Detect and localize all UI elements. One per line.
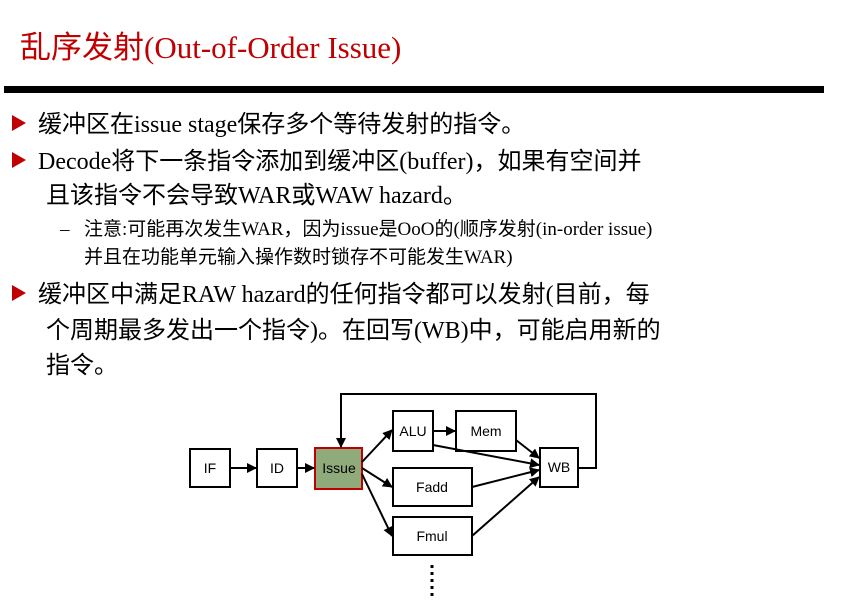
label-fmul: Fmul [416, 528, 447, 544]
edge-issue-alu [361, 429, 393, 463]
sub-bullet-line-1: 注意:可能再次发生WAR，因为issue是OoO的(顺序发射(in-order … [84, 219, 653, 240]
node-fmul [392, 516, 473, 556]
sub-bullet: –注意:可能再次发生WAR，因为issue是OoO的(顺序发射(in-order… [60, 217, 652, 243]
edge-mem-wb [515, 439, 540, 459]
bullet-1-line-1: 缓冲区在issue stage保存多个等待发射的指令。 [38, 112, 526, 138]
label-id: ID [270, 460, 284, 476]
title-divider [4, 86, 824, 93]
label-mem: Mem [470, 423, 501, 439]
bullet-3-line-3: 指令。 [46, 353, 118, 379]
sub-bullet-dash: – [60, 219, 70, 240]
bullet-3-line-1: 缓冲区中满足RAW hazard的任何指令都可以发射(目前，每 [38, 282, 650, 308]
bullet-2-line-1: Decode将下一条指令添加到缓冲区(buffer)，如果有空间并 [38, 149, 642, 175]
node-fadd [392, 467, 473, 507]
edge-fadd-wb [471, 467, 540, 488]
bullet-arrow-icon [12, 115, 26, 131]
bullet-1: 缓冲区在issue stage保存多个等待发射的指令。 [12, 109, 525, 142]
node-mem [455, 410, 517, 452]
label-alu: ALU [399, 423, 426, 439]
bullet-arrow-icon [12, 285, 26, 301]
edge-alu-wb [432, 444, 540, 469]
sub-bullet-line-2: 并且在功能单元输入操作数时锁存不可能发生WAR) [84, 247, 513, 268]
edge-fmul-wb [471, 476, 540, 537]
label-issue: Issue [322, 460, 356, 476]
bullet-3: 缓冲区中满足RAW hazard的任何指令都可以发射(目前，每 [12, 279, 650, 312]
label-fadd: Fadd [416, 479, 448, 495]
bullet-2-line-2: 且该指令不会导致WAR或WAW hazard。 [46, 183, 467, 209]
bullet-2: Decode将下一条指令添加到缓冲区(buffer)，如果有空间并 [12, 146, 641, 179]
bullet-3-line-2: 个周期最多发出一个指令)。在回写(WB)中，可能启用新的 [46, 318, 661, 344]
page-title: 乱序发射(Out-of-Order Issue) [20, 30, 402, 65]
edge-issue-fmul [361, 473, 393, 537]
edge-wb-feedback [336, 393, 597, 469]
edge-issue-fadd [361, 467, 393, 488]
node-alu [392, 410, 434, 452]
bullet-arrow-icon [12, 152, 26, 168]
label-wb: WB [548, 459, 571, 475]
label-if: IF [204, 460, 216, 476]
